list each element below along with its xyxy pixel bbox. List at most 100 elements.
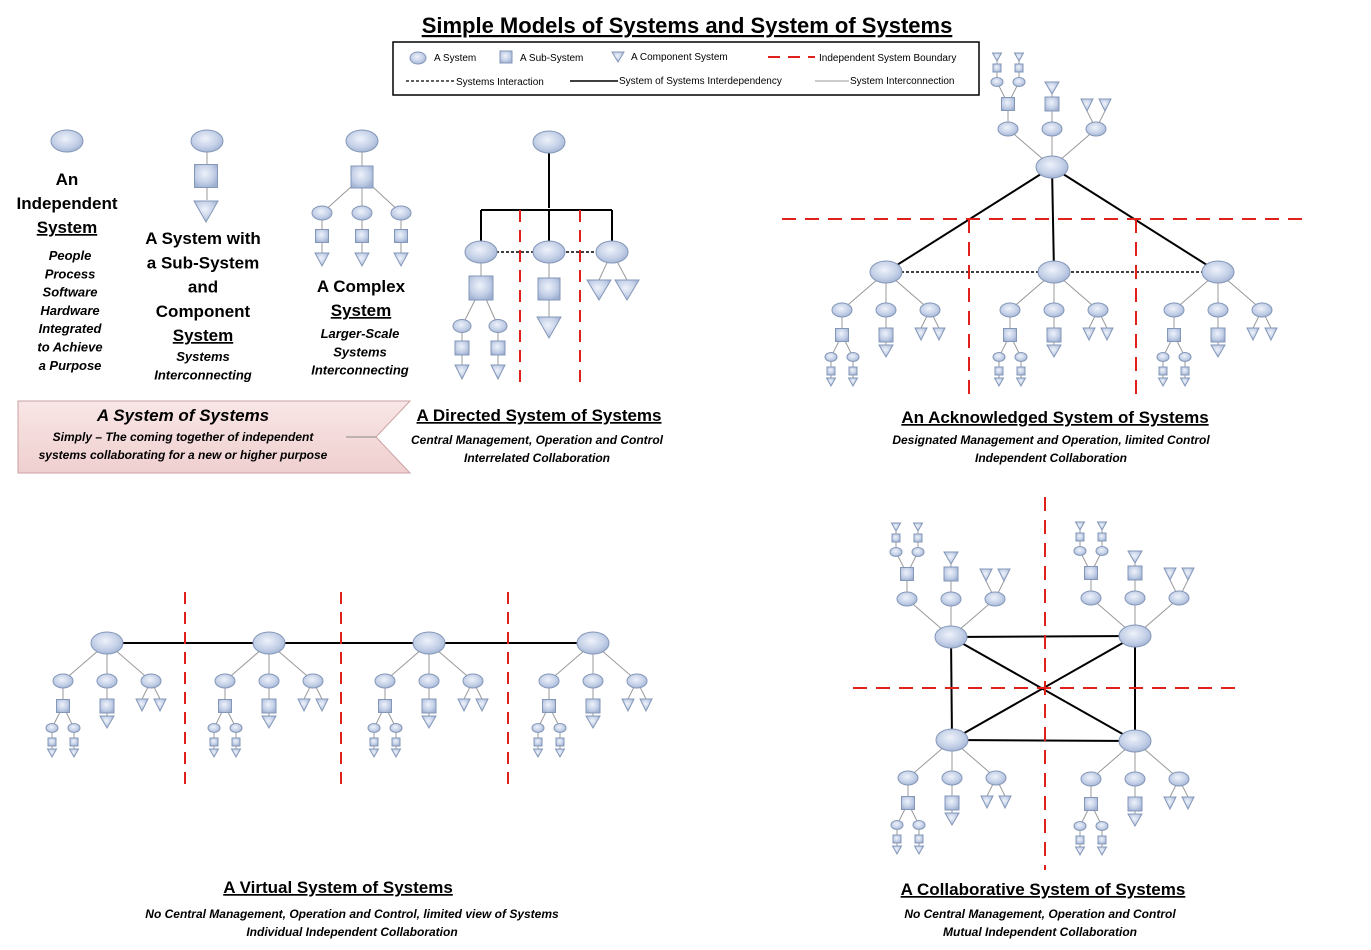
system-node [1073, 546, 1087, 556]
independent-desc-line-6: to Achieve [37, 340, 102, 355]
acknowledged-sos: An Acknowledged System of Systems Design… [782, 52, 1310, 465]
system-node [140, 673, 162, 689]
subsystem-node [394, 229, 408, 243]
subsystem-node [994, 366, 1004, 376]
virtual-title: A Virtual System of Systems [223, 878, 453, 897]
system-node [258, 673, 280, 689]
subsystem-node [378, 699, 392, 713]
component-node [354, 252, 370, 268]
independent-desc-line-4: Hardware [40, 303, 99, 318]
virtual-nodes [45, 631, 653, 759]
component-node [1074, 846, 1086, 857]
system-node [1080, 590, 1102, 606]
system-node [52, 673, 74, 689]
component-node [979, 568, 993, 583]
component-node [586, 279, 612, 301]
subsystem-node [391, 737, 401, 747]
system-node [45, 723, 59, 733]
system-node [1124, 590, 1146, 606]
virtual-desc-line1: No Central Management, Operation and Con… [145, 907, 559, 921]
system-node [911, 547, 925, 557]
component-node [1100, 327, 1114, 342]
system-node [997, 121, 1019, 137]
subsystem-node [194, 164, 218, 188]
collaborative-sos: A Collaborative System of Systems No Cen… [853, 497, 1240, 939]
subsystem-node [468, 275, 494, 301]
component-node [943, 551, 959, 565]
component-node [585, 715, 601, 729]
subsystem-node [992, 63, 1002, 73]
component-node [1082, 327, 1096, 342]
system-node [941, 770, 963, 786]
subsystem-node [1167, 328, 1181, 342]
system-node [389, 723, 403, 733]
subsystem-node [913, 533, 923, 543]
system-node [875, 302, 897, 318]
subsystem-node [944, 795, 960, 811]
virtual-desc-line2: Individual Independent Collaboration [246, 925, 457, 939]
component-node [1246, 327, 1260, 342]
subsystem-node [1084, 797, 1098, 811]
subsystem-node [350, 165, 374, 189]
subsystem-node [1075, 532, 1085, 542]
subsystem-node [555, 737, 565, 747]
component-node [1080, 98, 1094, 113]
subsystem-node [1001, 97, 1015, 111]
component-node [193, 200, 219, 224]
component-node [297, 698, 311, 713]
system-node [940, 591, 962, 607]
system-node [351, 205, 373, 221]
component-node [991, 52, 1003, 63]
component-node [68, 748, 80, 759]
subsystem-node [315, 229, 329, 243]
component-node [135, 698, 149, 713]
component-node [1127, 550, 1143, 564]
component-node [825, 377, 837, 388]
subsystem-node [56, 699, 70, 713]
directed-desc-line1: Central Management, Operation and Contro… [411, 433, 664, 447]
system-node [452, 319, 472, 333]
component-node [490, 364, 506, 381]
system-node [1168, 771, 1190, 787]
subsystem-node [892, 834, 902, 844]
system-node [990, 77, 1004, 87]
component-node [1157, 377, 1169, 388]
subsystem-node [490, 340, 506, 356]
system-node [532, 130, 566, 154]
system-node [412, 631, 446, 655]
independent-title-line3: System [37, 218, 97, 237]
subsystem-desc-line-2: Interconnecting [154, 368, 252, 383]
subsystem-node [1127, 796, 1143, 812]
legend-component-label: A Component System [631, 52, 728, 63]
directed-sos: A Directed System of Systems Central Man… [411, 130, 664, 465]
subsystem-node [537, 277, 561, 301]
callout-desc-line2: systems collaborating for a new or highe… [39, 448, 328, 462]
component-node [475, 698, 489, 713]
component-node [1098, 98, 1112, 113]
system-node [1037, 260, 1071, 284]
system-node [626, 673, 648, 689]
system-node [897, 770, 919, 786]
component-node [532, 748, 544, 759]
acknowledged-title: An Acknowledged System of Systems [901, 408, 1208, 427]
subsystem-node [542, 699, 556, 713]
component-node [1096, 846, 1108, 857]
system-node [869, 260, 903, 284]
system-node [390, 205, 412, 221]
component-node [153, 698, 167, 713]
subsystem-node [1097, 835, 1107, 845]
independent-desc-line-7: a Purpose [39, 358, 102, 373]
subsystem-node [369, 737, 379, 747]
component-node [890, 522, 902, 533]
collaborative-desc-line1: No Central Management, Operation and Con… [904, 907, 1176, 921]
subsystem-node [1127, 565, 1143, 581]
system-node [1043, 302, 1065, 318]
component-node [847, 377, 859, 388]
system-node [67, 723, 81, 733]
interdependency-line [951, 739, 1136, 742]
component-node [1046, 344, 1062, 358]
system-node [252, 631, 286, 655]
subsystem-node [1210, 327, 1226, 343]
